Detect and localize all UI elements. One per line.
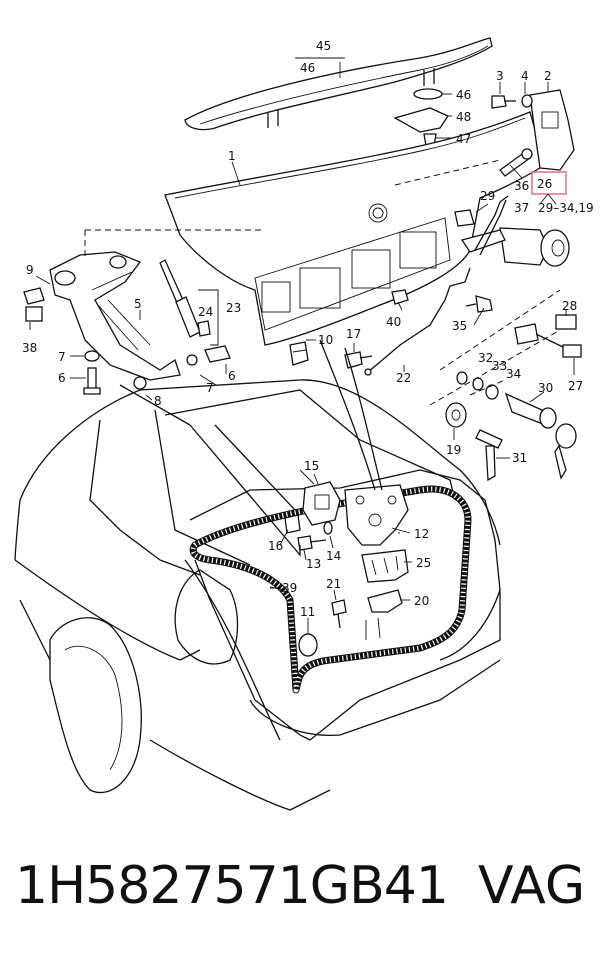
leader-lines	[119, 339, 400, 591]
label-7-right: 7	[206, 381, 214, 395]
label-2: 2	[544, 69, 552, 83]
label-6-left: 6	[58, 371, 66, 385]
label-23: 23	[226, 301, 241, 315]
highlight-box	[531, 171, 567, 195]
label-32: 32	[478, 351, 493, 365]
label-37: 37	[514, 201, 529, 215]
label-48: 48	[456, 110, 471, 124]
label-13: 13	[306, 557, 321, 571]
label-26: 26	[537, 177, 552, 191]
label-36: 36	[514, 179, 529, 193]
brand-label: VAG	[478, 856, 586, 916]
label-34: 34	[506, 367, 521, 381]
label-19: 19	[446, 443, 461, 457]
label-1: 1	[228, 149, 236, 163]
label-7-left: 7	[58, 350, 66, 364]
label-15: 15	[304, 459, 319, 473]
label-3: 3	[496, 69, 504, 83]
label-25: 25	[416, 556, 431, 570]
label-17: 17	[346, 327, 361, 341]
label-16: 16	[268, 539, 283, 553]
trunk-seal	[189, 485, 472, 694]
label-12: 12	[414, 527, 429, 541]
trunk-lid	[85, 111, 546, 346]
label-8: 8	[154, 394, 162, 408]
rear-spoiler	[184, 37, 493, 131]
bump-stops	[289, 341, 373, 369]
label-22: 22	[396, 371, 411, 385]
label-9: 9	[26, 263, 34, 277]
label-29: 29	[480, 189, 495, 203]
label-30: 30	[538, 381, 553, 395]
label-28: 28	[562, 299, 577, 313]
label-6-right: 6	[228, 369, 236, 383]
label-45: 45	[316, 39, 331, 53]
label-29-34-19: 29–34,19	[538, 201, 594, 215]
label-20: 20	[414, 594, 429, 608]
label-21: 21	[326, 577, 341, 591]
spoiler-mounts	[393, 88, 452, 147]
label-leaders	[29, 164, 575, 634]
label-5: 5	[134, 297, 142, 311]
label-46: 46	[456, 88, 471, 102]
part-number: 1H5827571GB41	[15, 856, 449, 916]
label-27: 27	[568, 379, 583, 393]
label-33: 33	[492, 359, 507, 373]
label-4: 4	[521, 69, 529, 83]
label-46-top: 46	[300, 61, 315, 75]
label-40: 40	[386, 315, 401, 329]
label-31: 31	[512, 451, 527, 465]
label-24: 24	[198, 305, 213, 319]
label-10: 10	[318, 333, 333, 347]
label-38: 38	[22, 341, 37, 355]
part-labels: 45 46 46 48 47 3 4 2 1 36 26 29 37 29–34…	[22, 39, 594, 619]
latch-assembly	[284, 481, 409, 657]
label-14: 14	[326, 549, 341, 563]
trunk-lid-parts-diagram: 45 46 46 48 47 3 4 2 1 36 26 29 37 29–34…	[14, 37, 594, 811]
label-47: 47	[456, 132, 471, 146]
label-39: 39	[282, 581, 297, 595]
label-11: 11	[300, 605, 315, 619]
hinge-assembly	[23, 230, 231, 395]
label-35: 35	[452, 319, 467, 333]
lock-assembly	[364, 82, 582, 482]
